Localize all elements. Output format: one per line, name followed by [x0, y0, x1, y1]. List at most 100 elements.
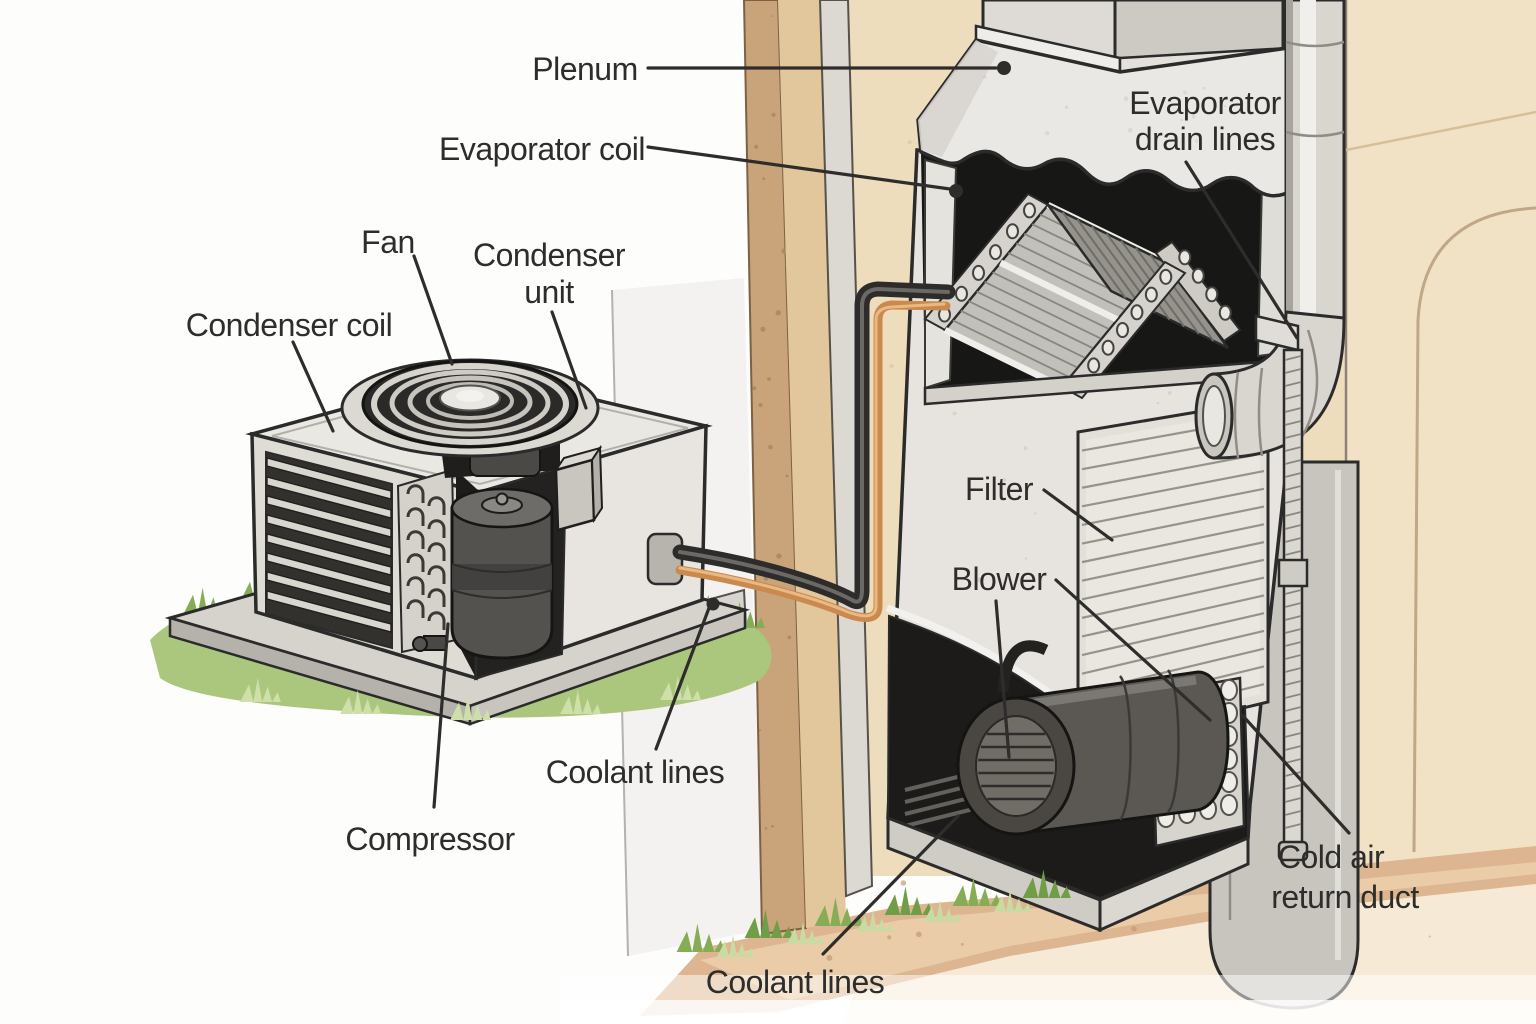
label-fan: Fan	[361, 224, 415, 260]
labels: Plenum Evaporator coil Evaporator drain …	[186, 51, 1420, 1000]
capacitor-front	[554, 458, 596, 532]
leader-dot-evaporator-coil	[949, 184, 963, 198]
texture-dot	[776, 553, 782, 559]
thread-ridge	[1284, 784, 1302, 790]
blower	[956, 640, 1230, 836]
leader-condenser-unit	[550, 310, 588, 410]
texture-dot	[1202, 86, 1206, 90]
thread-ridge	[1284, 485, 1302, 491]
coolant-line-copper-highlight	[678, 302, 946, 618]
texture-dot	[1002, 478, 1007, 482]
grass-tuft	[884, 886, 933, 915]
texture-dot	[907, 140, 912, 145]
leader-lines	[291, 66, 1351, 956]
base-right-face	[1098, 835, 1250, 933]
thread-ridge	[1284, 823, 1302, 829]
texture-dot	[1191, 115, 1196, 119]
louver-slat	[266, 533, 392, 576]
texture-dot	[758, 402, 763, 408]
thread-ridge	[1284, 771, 1302, 777]
coil-tube-bend	[427, 519, 446, 538]
thread-ridge	[1284, 810, 1302, 816]
label-compressor: Compressor	[345, 821, 515, 857]
thread-ridge	[1284, 446, 1302, 452]
leader-dots	[706, 61, 1011, 611]
filter-slat	[1081, 541, 1265, 582]
thread-ridge	[1284, 433, 1302, 439]
drain-coupling	[1277, 558, 1309, 588]
coil-hatch-line	[1076, 218, 1142, 306]
leader-filter	[1042, 488, 1114, 542]
texture-dot	[1082, 59, 1085, 62]
coil-hatch-line	[1061, 211, 1127, 299]
tube-bend-loop	[1116, 322, 1129, 338]
coil-tube-bend	[406, 576, 425, 595]
return-duct-pipe	[1194, 0, 1346, 460]
grass-tuft	[450, 695, 491, 720]
texture-dot	[1064, 105, 1069, 109]
leader-coolant-lines-bottom	[821, 814, 960, 956]
texture-dot	[915, 931, 922, 938]
grass-tufts-front	[240, 675, 1071, 957]
capacitor-box	[553, 444, 604, 532]
tube-bend-loop	[989, 244, 1002, 261]
label-cold-air-return-1: Cold air	[1278, 839, 1385, 875]
tube-bend-loop	[1144, 286, 1158, 303]
condenser-body	[245, 358, 713, 681]
filter-panel	[1076, 398, 1270, 750]
thread-ridge	[1284, 394, 1302, 400]
texture-dot	[1195, 139, 1199, 143]
texture-dot	[764, 827, 768, 830]
leader-blower-1	[994, 599, 1011, 759]
texture-dot	[754, 144, 759, 149]
filter-slat	[1081, 629, 1265, 675]
elbow-rib-2	[1257, 367, 1264, 457]
fan-ring-4	[426, 382, 514, 420]
coil-tube-bend	[406, 530, 425, 549]
elbow-rib-1	[1298, 329, 1319, 441]
coil-fin	[960, 309, 1079, 369]
texture-dot	[787, 635, 792, 640]
grass-tuft	[660, 675, 701, 700]
leader-evaporator-drain-lines	[1184, 160, 1299, 340]
condenser-coil-tubes	[406, 484, 446, 630]
texture-dot	[760, 326, 766, 332]
tube-bend-loop	[1087, 357, 1101, 374]
leader-fan	[412, 254, 454, 366]
filter-slat	[1081, 505, 1265, 545]
texture-dot	[887, 935, 892, 940]
label-evaporator-drain-lines-2: drain lines	[1135, 121, 1275, 157]
louver-slat	[266, 571, 392, 614]
right-wall	[1346, 0, 1536, 872]
label-condenser-unit-1: Condenser	[473, 237, 626, 273]
tube-bend-loop	[1023, 202, 1036, 219]
compressor-body	[412, 487, 554, 660]
texture-dot	[952, 411, 957, 416]
label-coolant-lines-left: Coolant lines	[546, 754, 725, 790]
tube-bend-loop	[1205, 286, 1219, 303]
coil-tube-bend	[427, 565, 446, 584]
filter-media	[1086, 410, 1260, 738]
sheathing-section	[778, 0, 846, 928]
texture-dot	[1045, 131, 1050, 136]
thread-ridge	[1284, 524, 1302, 530]
thread-ridge	[1284, 407, 1302, 413]
elbow-rib-3	[1233, 371, 1240, 459]
coil-fin	[999, 259, 1119, 323]
texture-dot	[775, 310, 781, 316]
pipe-highlight	[1300, 0, 1316, 318]
texture-dot	[900, 880, 907, 886]
filter-slat	[1081, 576, 1265, 619]
louver-slat	[266, 552, 392, 595]
grass-tuft	[240, 677, 281, 702]
texture-dot	[758, 729, 761, 732]
coil-fin	[984, 281, 1103, 340]
texture-dot	[1180, 118, 1183, 122]
blower-inlet	[975, 715, 1057, 817]
leader-dot-coolant-lines	[706, 597, 720, 611]
thread-ridge	[1284, 537, 1302, 543]
fan-hub-center	[456, 390, 484, 402]
thread-ridge	[1284, 667, 1302, 673]
coil-fin	[968, 300, 1087, 359]
